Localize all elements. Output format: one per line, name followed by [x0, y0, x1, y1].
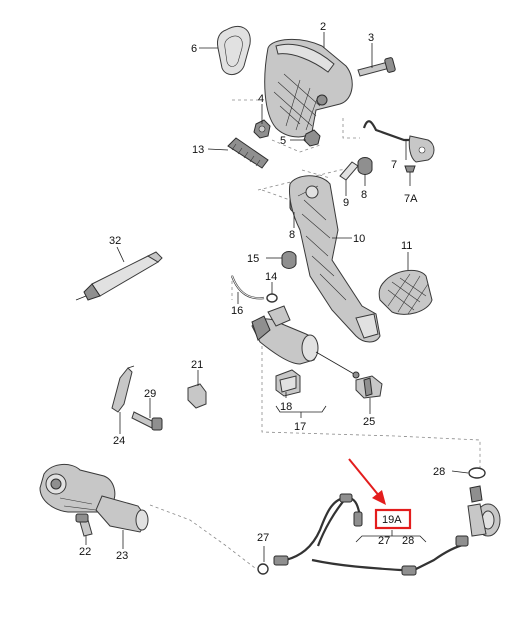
leader-lines [85, 32, 469, 562]
part-18-bracket [275, 369, 301, 397]
part-4-nut [253, 119, 271, 139]
callout-23: 23 [116, 550, 128, 562]
part-19a-clutch-position-sender [273, 493, 469, 576]
callout-18: 18 [280, 401, 292, 413]
callout-28-lower: 28 [402, 535, 414, 547]
part-29-bolt [131, 411, 163, 431]
callout-10: 10 [353, 233, 365, 245]
part-11-pedal-pad [378, 269, 433, 315]
callout-24: 24 [113, 435, 125, 447]
callout-13: 13 [192, 144, 204, 156]
highlight-annotation [348, 458, 412, 530]
callout-8-upper: 8 [361, 189, 367, 201]
part-21-clip [187, 383, 207, 409]
callout-15: 15 [247, 253, 259, 265]
callout-3: 3 [368, 32, 374, 44]
part-8-bushing-upper [357, 157, 373, 175]
part-6-gasket [217, 26, 251, 75]
callout-32: 32 [109, 235, 121, 247]
callout-27-left: 27 [257, 532, 269, 544]
part-17-clutch-master-cylinder [251, 305, 360, 379]
callout-16: 16 [231, 305, 243, 317]
callout-4: 4 [258, 93, 264, 105]
highlight-arrow [348, 458, 381, 498]
callout-7a: 7A [404, 193, 418, 205]
callout-28-right: 28 [433, 466, 445, 478]
part-22-bolt [75, 513, 93, 537]
part-25-clip [355, 375, 383, 399]
highlight-box-19a [374, 508, 412, 530]
callout-labels: 6 2 3 4 5 13 7 9 8 7A 8 10 32 11 15 14 1… [79, 21, 445, 562]
callout-21: 21 [191, 359, 203, 371]
callout-25: 25 [363, 416, 375, 428]
part-27-clip-left [257, 563, 269, 575]
part-15-buffer [281, 251, 297, 269]
part-10-clutch-pedal-lever [289, 175, 381, 343]
callout-8-lower: 8 [289, 229, 295, 241]
part-32-grease-tube [75, 251, 163, 301]
part-23-slave-cylinder [39, 464, 149, 533]
callout-27-lower: 27 [378, 535, 390, 547]
callout-29: 29 [144, 388, 156, 400]
assembly-dashed-lines [149, 99, 481, 569]
callout-19a: 19A [382, 514, 402, 526]
part-2-pedal-bracket [264, 39, 353, 138]
part-19a-sensor-switch [467, 485, 501, 537]
part-3-bolt [357, 57, 396, 77]
callout-6: 6 [191, 43, 197, 55]
part-7a-screw [404, 165, 416, 186]
part-16-hose [230, 275, 265, 300]
callout-5: 5 [280, 135, 286, 147]
callout-17: 17 [294, 421, 306, 433]
part-13-grommet [227, 137, 269, 169]
highlight-arrow-head [372, 490, 386, 505]
part-28-o-ring [468, 467, 486, 479]
callout-22: 22 [79, 546, 91, 558]
part-14-o-ring [266, 293, 278, 303]
part-7-return-spring [362, 120, 435, 163]
part-9-pin [339, 161, 359, 181]
callout-7: 7 [391, 159, 397, 171]
callout-14: 14 [265, 271, 277, 283]
callout-11: 11 [401, 240, 412, 252]
callout-9: 9 [343, 197, 349, 209]
part-24-bracket [111, 365, 135, 413]
callout-2: 2 [320, 21, 326, 33]
